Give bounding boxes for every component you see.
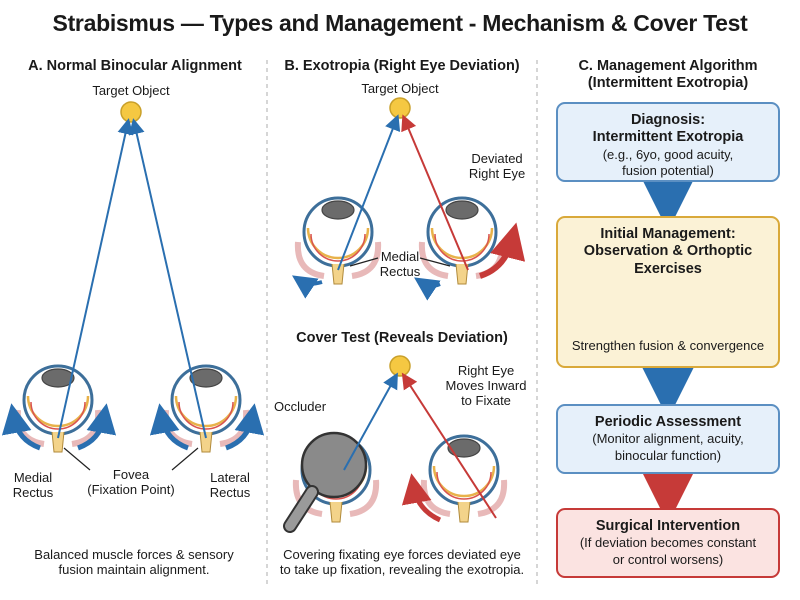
moves-line1: Right Eye: [457, 363, 515, 378]
sightline-left-a: [57, 118, 134, 439]
page-title: Strabismus — Types and Management - Mech…: [52, 10, 748, 36]
moves-line3: to Fixate: [461, 392, 511, 408]
muscle-arrow-a1: [1, 403, 41, 451]
medial-b-line1: Medial: [380, 249, 420, 264]
muscle-arrow-a2: [77, 403, 117, 451]
target-object-a: [120, 101, 142, 123]
medial-rectus-line1: Medial: [13, 470, 53, 485]
fovea-line1: Fovea: [112, 467, 150, 482]
panel-c-heading-line2: (Intermittent Exotropia): [587, 74, 749, 91]
occluder-disc: [300, 431, 368, 499]
diagnosis-body-1: (e.g., 6yo, good acuity,: [602, 146, 734, 162]
periodic-body-1: (Monitor alignment, acuity,: [592, 431, 744, 447]
medial-pointer-b2: [419, 257, 451, 267]
panel-c-heading-line1: C. Management Algorithm: [578, 58, 758, 74]
initial-title-2: Observation & Orthoptic: [583, 243, 753, 260]
target-object-label-b: Target Object: [361, 81, 439, 96]
sightline-right-a: [128, 118, 207, 439]
caption-a-line2: fusion maintain alignment.: [58, 561, 210, 577]
lateral-rectus-line2: Rectus: [209, 484, 251, 500]
target-object-b: [389, 97, 411, 119]
panel-b-heading: B. Exotropia (Right Eye Deviation): [284, 58, 520, 74]
initial-body-1: Strengthen fusion & convergence: [571, 338, 765, 353]
moves-line2: Moves Inward: [445, 377, 527, 393]
panel-a-heading: A. Normal Binocular Alignment: [28, 58, 242, 74]
surgical-body-1: (If deviation becomes constant: [579, 535, 757, 551]
deviation-arrow-b: [478, 222, 526, 279]
refixation-arrow: [401, 473, 442, 523]
initial-title-3: Exercises: [634, 260, 702, 277]
target-object-cover: [389, 355, 411, 377]
caption-a-line1: Balanced muscle forces & sensory: [34, 547, 234, 562]
initial-management-box: Initial Management: Observation & Orthop…: [556, 216, 780, 368]
diagnosis-body-2: fusion potential): [622, 163, 714, 179]
sightline-deviated-cover: [401, 372, 497, 519]
occluder-handle-inner: [285, 487, 317, 531]
surgical-intervention-box: Surgical Intervention (If deviation beco…: [556, 508, 780, 578]
panel-c-heading: C. Management Algorithm(Intermittent Exo…: [542, 58, 794, 91]
diagnosis-box: Diagnosis: Intermittent Exotropia (e.g.,…: [556, 102, 780, 182]
periodic-title: Periodic Assessment: [594, 414, 742, 430]
surgical-title: Surgical Intervention: [595, 518, 741, 534]
occluder-label: Occluder: [274, 399, 327, 414]
caption-b-line2: to take up fixation, revealing the exotr…: [279, 561, 525, 577]
muscle-arrow-a3: [149, 403, 189, 451]
left-eye-b: [298, 198, 378, 284]
surgical-body-2: or control worsens): [612, 551, 724, 567]
diagnosis-title-2: Intermittent Exotropia: [592, 129, 744, 146]
deviated-line2: Right Eye: [468, 165, 526, 181]
deviated-line1: Deviated: [471, 151, 523, 166]
periodic-body-2: binocular function): [614, 447, 722, 463]
left-eye-a: [18, 366, 98, 452]
target-object-label-a: Target Object: [92, 83, 170, 98]
fovea-pointer-a1: [63, 447, 91, 471]
muscle-arrow-a4: [225, 403, 265, 451]
initial-title-1: Initial Management:: [600, 226, 736, 242]
deviated-eye-cover: [424, 436, 504, 522]
caption-b-line1: Covering fixating eye forces deviated ey…: [283, 547, 521, 562]
muscle-arrow-b2: [414, 277, 441, 301]
sightline-right-b: [401, 114, 469, 271]
medial-rectus-line2: Rectus: [12, 484, 54, 500]
diagnosis-title-1: Diagnosis:: [630, 112, 706, 128]
periodic-assessment-box: Periodic Assessment (Monitor alignment, …: [556, 404, 780, 474]
sightline-left-b: [337, 114, 401, 271]
lateral-rectus-line1: Lateral: [210, 470, 250, 485]
fovea-line2: (Fixation Point): [87, 481, 175, 497]
panel-b-caption: Covering fixating eye forces deviated ey…: [270, 547, 534, 578]
sightline-covered: [343, 372, 398, 471]
medial-b-line2: Rectus: [379, 263, 421, 279]
medial-pointer-b1: [349, 257, 379, 267]
cover-test-heading: Cover Test (Reveals Deviation): [296, 330, 508, 346]
right-eye-a: [166, 366, 246, 452]
fovea-label-a: Fovea(Fixation Point): [76, 467, 186, 498]
muscle-arrow-b1: [292, 275, 323, 299]
fovea-pointer-a2: [171, 447, 199, 471]
